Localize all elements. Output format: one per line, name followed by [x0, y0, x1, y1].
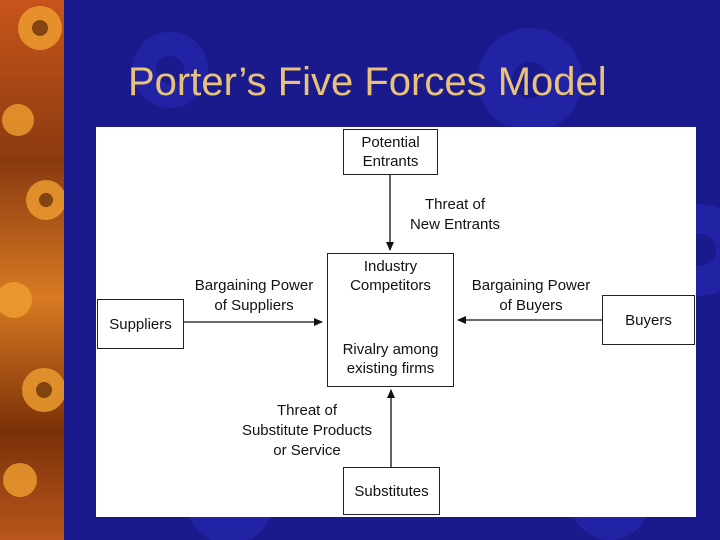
potential-entrants-line-2: Entrants: [362, 153, 419, 170]
suppliers-label: Suppliers: [109, 315, 172, 333]
industry-competitors-line-1: Industry: [363, 258, 418, 275]
threat-new-entrants-label: Threat of New Entrants: [396, 195, 514, 235]
potential-entrants-box: Potential Entrants: [343, 129, 438, 175]
bargaining-suppliers-line-2: of Suppliers: [214, 297, 294, 314]
suppliers-box: Suppliers: [97, 299, 184, 349]
buyers-box: Buyers: [602, 295, 695, 345]
bargaining-buyers-label: Bargaining Power of Buyers: [461, 276, 601, 316]
industry-competitors-line-2: Competitors: [350, 277, 431, 294]
decorative-gear-strip: [0, 0, 64, 540]
substitutes-box: Substitutes: [343, 467, 440, 515]
threat-substitutes-line-1: Threat of: [276, 402, 338, 419]
rivalry-line-1: Rivalry among: [342, 341, 439, 358]
buyers-label: Buyers: [625, 311, 672, 329]
bargaining-buyers-line-1: Bargaining Power: [471, 277, 591, 294]
bargaining-suppliers-line-1: Bargaining Power: [194, 277, 314, 294]
bargaining-suppliers-label: Bargaining Power of Suppliers: [184, 276, 324, 316]
industry-competitors-box: Industry Competitors Rivalry among exist…: [327, 253, 454, 387]
bargaining-buyers-line-2: of Buyers: [499, 297, 563, 314]
threat-substitutes-line-3: or Service: [273, 442, 341, 459]
potential-entrants-line-1: Potential: [361, 134, 420, 151]
threat-substitutes-label: Threat of Substitute Products or Service: [223, 401, 391, 461]
substitutes-label: Substitutes: [354, 482, 429, 500]
threat-new-entrants-line-1: Threat of: [424, 196, 486, 213]
threat-new-entrants-line-2: New Entrants: [409, 216, 501, 233]
threat-substitutes-line-2: Substitute Products: [241, 422, 373, 439]
slide-title: Porter’s Five Forces Model: [128, 60, 607, 104]
rivalry-line-2: existing firms: [346, 360, 435, 377]
